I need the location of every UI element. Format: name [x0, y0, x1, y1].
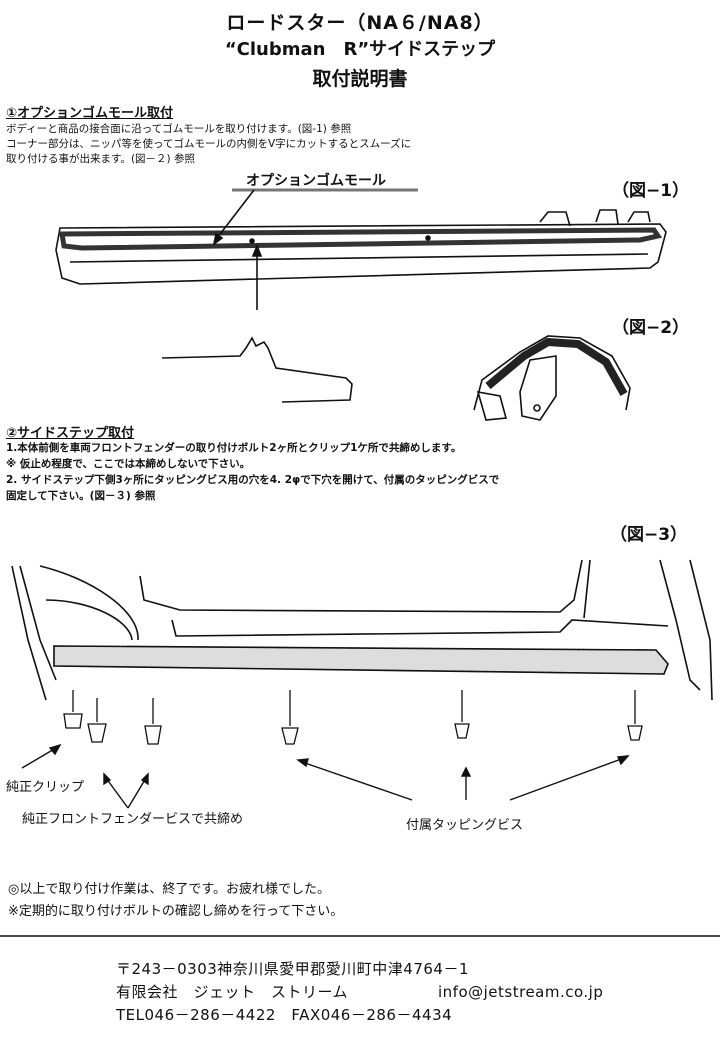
section2-line-1: 1.本体前側を車両フロントフェンダーの取り付けボルト2ヶ所とクリップ1ケ所で共締…	[6, 442, 462, 454]
fig2-section-profile	[161, 336, 353, 403]
doc-title: ロードスター（NA６/NA8）	[226, 12, 494, 34]
fig3-fasteners	[63, 690, 643, 745]
section1-line-2: コーナー部分は、ニッパ等を使ってゴムモールの内側をV字にカットするとスムーズに	[6, 138, 412, 150]
molding-callout: オプションゴムモール	[246, 173, 386, 189]
fig2-label: （図−2）	[612, 318, 690, 338]
fig1-side-step-drawing	[55, 188, 667, 310]
section2-heading: ②サイドステップ取付	[6, 426, 135, 441]
fig3-label: （図−3）	[610, 525, 688, 545]
fender-screw-callout: 純正フロントフェンダービスで共締め	[22, 812, 244, 827]
section1-line-3: 取り付ける事が出来ます。(図－２) 参照	[6, 153, 195, 165]
fig2-corner-drawing	[473, 335, 631, 421]
section2-line-2: ※ 仮止め程度で、ここでは本締めしないで下さい。	[6, 458, 251, 470]
contact-address: 〒243－0303神奈川県愛甲郡愛川町中津4764－1	[116, 960, 470, 978]
contact-company-row: 有限会社 ジェット ストリーム info@jetstream.co.jp	[116, 981, 696, 1004]
contact-company: 有限会社 ジェット ストリーム	[116, 983, 349, 1001]
clip-callout: 純正クリップ	[6, 780, 85, 795]
fig3-callout-arrows	[21, 743, 630, 809]
section1-heading: ①オプションゴムモール取付	[6, 106, 174, 121]
doc-subtitle: 取付説明書	[312, 68, 408, 90]
doc-product-name: “Clubman R”サイドステップ	[224, 39, 496, 60]
contact-block: 〒243－0303神奈川県愛甲郡愛川町中津4764－1 有限会社 ジェット スト…	[116, 958, 696, 1027]
section2-line-4: 固定して下さい。(図－３) 参照	[6, 490, 156, 502]
section2-body: 1.本体前側を車両フロントフェンダーの取り付けボルト2ヶ所とクリップ1ケ所で共締…	[6, 440, 716, 504]
section2-line-3: 2. サイドステップ下側3ヶ所にタッピングビス用の穴を4. 2φで下穴を開けて、…	[6, 474, 500, 486]
contact-email[interactable]: info@jetstream.co.jp	[438, 983, 604, 1001]
fig3-car-drawing	[11, 559, 713, 701]
contact-phone: TEL046－286－4422 FAX046－286－4434	[116, 1006, 453, 1024]
section1-body: ボディーと商品の接合面に沿ってゴムモールを取り付けます。(図-1) 参照 コーナ…	[6, 122, 706, 167]
tapping-screw-callout: 付属タッピングビス	[406, 818, 524, 833]
completion-note: ◎以上で取り付け作業は、終了です。お疲れ様でした。	[8, 882, 331, 897]
fig1-label: （図−1）	[612, 181, 690, 201]
section1-line-1: ボディーと商品の接合面に沿ってゴムモールを取り付けます。(図-1) 参照	[6, 123, 352, 135]
maintenance-note: ※定期的に取り付けボルトの確認し締めを行って下さい。	[8, 904, 344, 919]
